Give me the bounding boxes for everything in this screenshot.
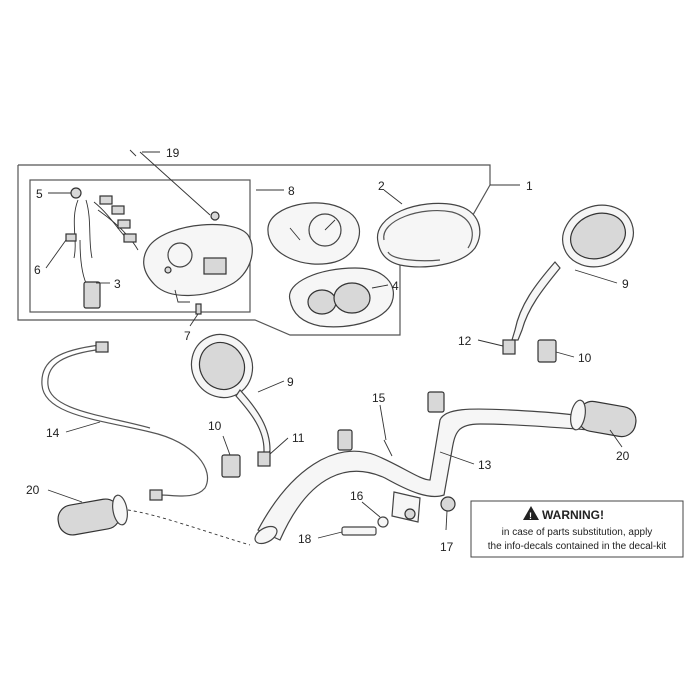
callout-17: 17 xyxy=(440,540,454,554)
leader-lines xyxy=(45,151,623,539)
callout-11: 11 xyxy=(292,431,305,445)
callout-18: 18 xyxy=(298,532,312,546)
dial-frame xyxy=(289,267,394,328)
callout-20-left: 20 xyxy=(26,483,40,497)
thread-adapter-12 xyxy=(502,339,516,355)
callout-3: 3 xyxy=(114,277,121,291)
warning-title: WARNING! xyxy=(542,508,604,522)
thread-adapter-11 xyxy=(257,451,271,467)
spacer-10-left xyxy=(221,454,241,478)
grip-left xyxy=(57,494,128,536)
callout-6: 6 xyxy=(34,263,41,277)
warning-line-2: the info-decals contained in the decal-k… xyxy=(488,541,667,552)
screw-part-15 xyxy=(383,439,393,457)
callout-13: 13 xyxy=(478,458,492,472)
callout-4: 4 xyxy=(392,279,399,293)
bolt-part-18 xyxy=(341,526,377,536)
throttle-cable xyxy=(41,341,251,546)
callout-9-left: 9 xyxy=(287,375,294,389)
right-mirror xyxy=(511,204,634,341)
left-mirror xyxy=(190,333,271,459)
glass-lens xyxy=(377,202,481,268)
callout-9-right: 9 xyxy=(622,277,629,291)
callout-2: 2 xyxy=(378,179,385,193)
warning-line-1: in case of parts substitution, apply xyxy=(502,527,653,538)
washer-part-16 xyxy=(377,516,389,528)
spacer-10-right xyxy=(537,339,557,363)
callout-15: 15 xyxy=(372,391,386,405)
instrument-housing xyxy=(143,211,253,303)
callout-16: 16 xyxy=(350,489,364,503)
callout-14: 14 xyxy=(46,426,60,440)
callout-12: 12 xyxy=(458,334,472,348)
warning-box: ! WARNING! in case of parts substitution… xyxy=(470,500,684,558)
callout-5: 5 xyxy=(36,187,43,201)
callout-10-right: 10 xyxy=(578,351,592,365)
nut-part-17 xyxy=(440,496,456,512)
callout-1: 1 xyxy=(526,179,533,193)
wiring-harness xyxy=(73,195,139,309)
screw-part-6 xyxy=(65,233,77,242)
dial-face xyxy=(267,202,361,265)
grip-right xyxy=(570,399,637,438)
warning-triangle-icon: ! xyxy=(523,506,539,521)
screw-part-19 xyxy=(129,149,137,157)
callout-7: 7 xyxy=(184,329,191,343)
callout-8: 8 xyxy=(288,184,295,198)
callout-10-left: 10 xyxy=(208,419,222,433)
screw-part-7 xyxy=(195,303,202,315)
callout-20-right: 20 xyxy=(616,449,630,463)
callout-19: 19 xyxy=(166,146,180,160)
nut-part-5 xyxy=(70,187,82,199)
svg-text:!: ! xyxy=(529,511,532,521)
callouts: 19 5 6 3 8 7 2 1 4 9 12 10 9 10 11 14 15… xyxy=(26,146,630,554)
